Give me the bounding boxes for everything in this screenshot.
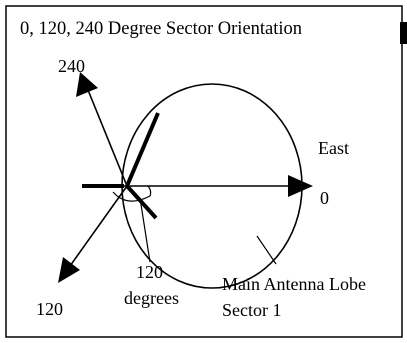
angle-unit-label: degrees [124, 288, 179, 308]
label-240: 240 [58, 56, 85, 76]
angle-value-label: 120 [136, 262, 163, 282]
sector-spoke-upper [125, 112, 160, 187]
east-arrowhead [288, 175, 313, 197]
lobe-label-line1: Main Antenna Lobe [222, 274, 366, 294]
direction-120-arrowhead [58, 257, 80, 283]
label-120-direction: 120 [36, 299, 63, 319]
direction-240-arrowhead [76, 72, 98, 97]
title-edge-mark [400, 22, 407, 44]
label-0: 0 [320, 188, 329, 208]
sector-spoke-lower [125, 184, 158, 220]
angle-arc [112, 185, 152, 202]
label-east: East [318, 138, 349, 158]
lobe-leader-line [256, 235, 277, 265]
direction-120-line [69, 185, 128, 267]
angle-leader-line [139, 197, 151, 263]
diagram-title: 0, 120, 240 Degree Sector Orientation [20, 19, 302, 39]
lobe-label-line2: Sector 1 [222, 300, 281, 320]
figure-border [5, 5, 403, 338]
direction-240-line [87, 89, 128, 187]
